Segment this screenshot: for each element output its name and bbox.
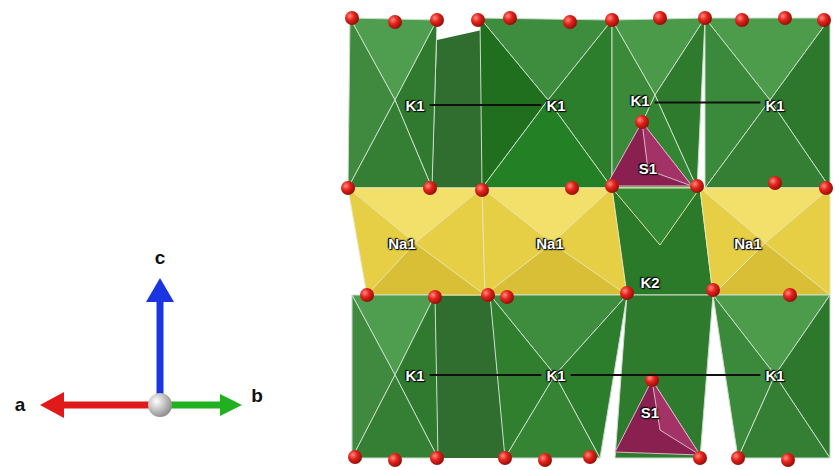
atom-label: K1 — [765, 97, 784, 114]
atom-label: S1 — [641, 404, 659, 421]
atom-label: K1 — [546, 97, 565, 114]
atom-label: K1 — [546, 367, 565, 384]
polyhedron-label: Na1 — [531, 234, 569, 253]
atom-label: Na1 — [388, 235, 416, 252]
polyhedron-label: K2 — [635, 273, 664, 292]
polyhedron-label: Na1 — [383, 234, 421, 253]
atom-label: K1 — [630, 92, 649, 109]
bond-line — [571, 374, 761, 376]
atom-label: K1 — [765, 367, 784, 384]
polyhedron-label: K1 — [760, 96, 789, 115]
axis-label: c — [155, 247, 166, 269]
atom-label: K1 — [405, 97, 424, 114]
atom-label: Na1 — [536, 235, 564, 252]
atom-label: Na1 — [734, 235, 762, 252]
bond-line — [430, 374, 542, 376]
polyhedron-label: K1 — [760, 366, 789, 385]
polyhedron-label: K1 — [541, 366, 570, 385]
polyhedron-label: S1 — [636, 403, 664, 422]
polyhedron-label: K1 — [400, 366, 429, 385]
axis-triad — [40, 278, 242, 418]
bond-line — [430, 104, 542, 106]
polyhedron-label: S1 — [634, 159, 662, 178]
atom-label: K1 — [405, 367, 424, 384]
atom-label: K2 — [640, 274, 659, 291]
axis-label: a — [15, 394, 26, 416]
polyhedron-label: Na1 — [729, 234, 767, 253]
polyhedron-label: K1 — [541, 96, 570, 115]
polyhedron-label: K1 — [625, 91, 654, 110]
polyhedron-label: K1 — [400, 96, 429, 115]
atom-label: S1 — [639, 160, 657, 177]
axis-label: b — [251, 385, 263, 407]
bond-line — [655, 102, 761, 104]
